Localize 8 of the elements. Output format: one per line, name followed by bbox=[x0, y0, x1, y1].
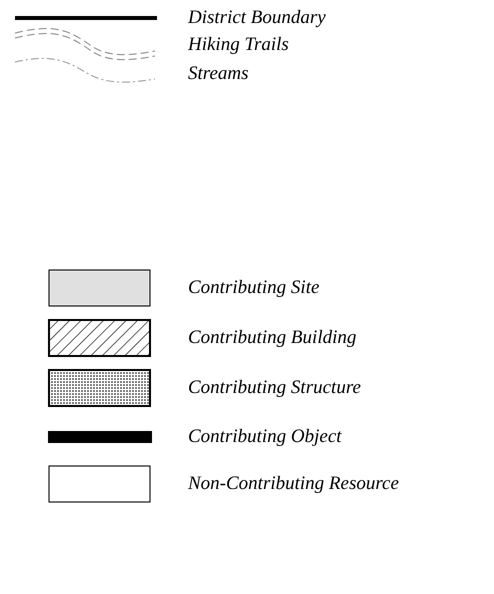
legend-label: Contributing Structure bbox=[188, 377, 361, 399]
legend-label: Contributing Site bbox=[188, 277, 320, 299]
legend-label: Non-Contributing Resource bbox=[188, 473, 399, 495]
legend-label: Streams bbox=[188, 63, 249, 85]
legend-label: District Boundary bbox=[188, 7, 326, 29]
legend-label: Contributing Building bbox=[188, 327, 356, 349]
legend-label: Hiking Trails bbox=[188, 34, 289, 56]
legend-label: Contributing Object bbox=[188, 426, 342, 448]
